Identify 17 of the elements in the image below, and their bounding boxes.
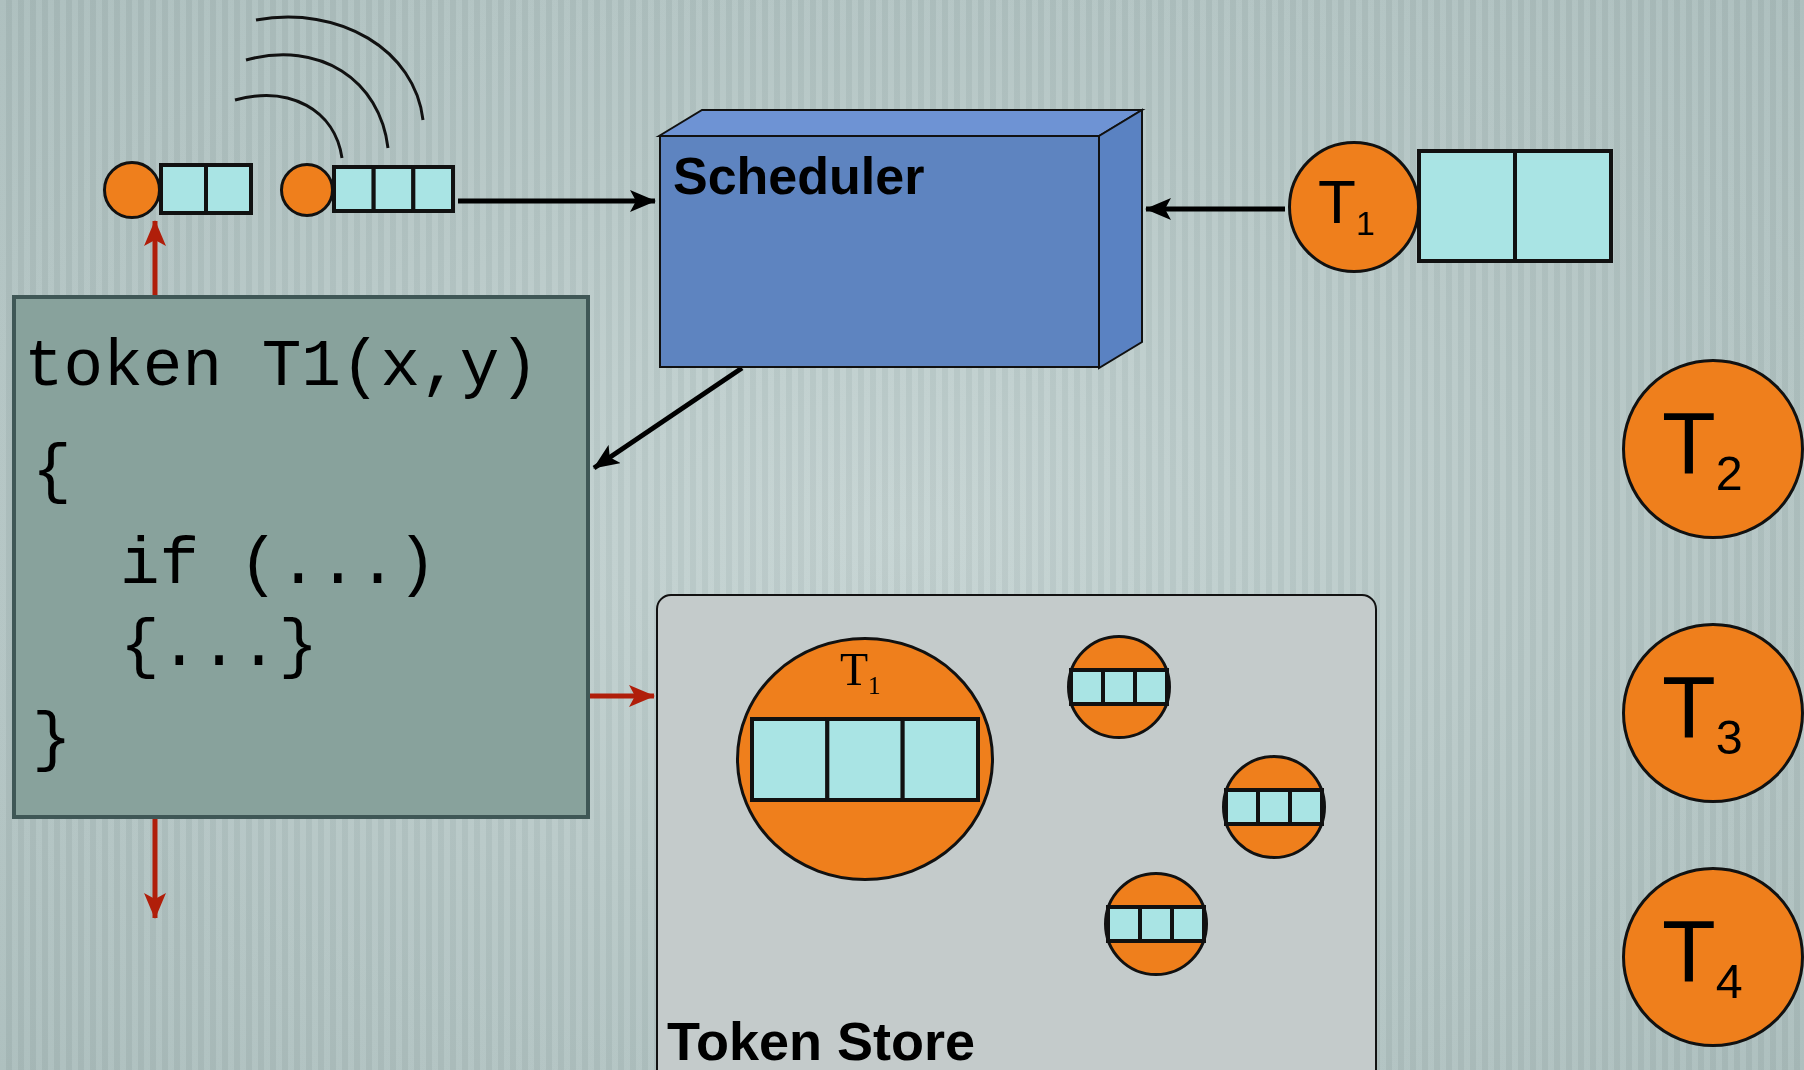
token-label: T$_{1}$ xyxy=(1318,171,1375,240)
token-label: T$_{1}$ xyxy=(840,647,881,699)
arrow xyxy=(1145,198,1285,220)
arrow xyxy=(144,819,166,919)
token-label: T$_{2}$ xyxy=(1662,399,1743,498)
code-line: if (...) xyxy=(120,533,437,599)
arrow xyxy=(144,220,166,295)
code-line: { xyxy=(32,440,72,506)
token-label: T$_{4}$ xyxy=(1662,907,1743,1006)
store-label: Token Store xyxy=(667,1014,976,1068)
scheduler-label: Scheduler xyxy=(673,150,925,202)
token-label: T$_{3}$ xyxy=(1662,663,1743,762)
code-line: {...} xyxy=(120,615,319,681)
arrow xyxy=(590,685,655,707)
arrow xyxy=(458,190,656,212)
code-line: token T1(x,y) xyxy=(24,335,539,401)
code-line: } xyxy=(32,708,72,774)
